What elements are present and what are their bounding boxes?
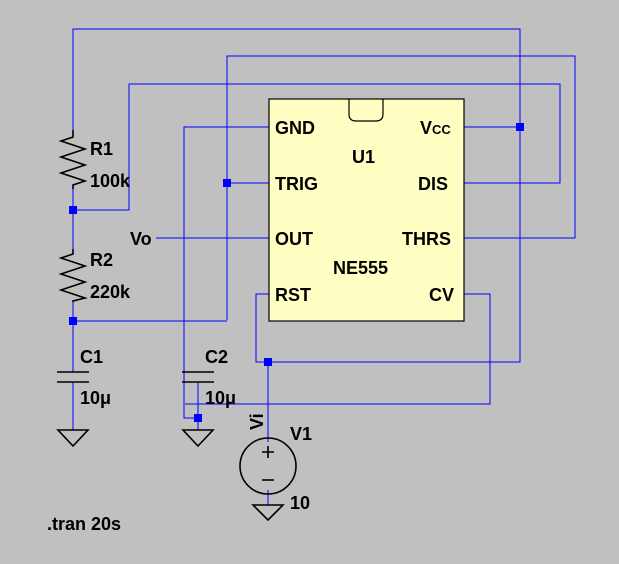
- ic-notch: [348, 99, 384, 122]
- pin-thrs-label: THRS: [402, 229, 451, 249]
- pin-dis-label: DIS: [418, 174, 448, 194]
- spice-directive: .tran 20s: [47, 514, 121, 534]
- c2-ref-label: C2: [205, 347, 228, 367]
- capacitor-c1[interactable]: C1 10μ: [57, 347, 111, 408]
- ic-part-label: NE555: [333, 258, 388, 278]
- resistor-r1-symbol: [58, 130, 88, 189]
- pin-out-label: OUT: [275, 229, 313, 249]
- pin-rst-label: RST: [275, 285, 311, 305]
- voltage-source-v1[interactable]: V1 10: [239, 424, 312, 513]
- pin-vcc-sub: CC: [432, 122, 451, 137]
- v1-source-circle: [239, 437, 297, 495]
- net-label-vi: Vi: [247, 413, 267, 430]
- resistor-r2-symbol: [58, 249, 88, 302]
- junction-dot: [516, 123, 524, 131]
- c1-ref-label: C1: [80, 347, 103, 367]
- resistor-r1[interactable]: R1 100k: [58, 130, 131, 191]
- wire-rst-loop: [255, 293, 269, 363]
- junction-dot: [264, 358, 272, 366]
- junctions: [69, 123, 524, 422]
- capacitor-c2[interactable]: C2 10μ: [182, 347, 236, 408]
- pin-vcc-label: VCC: [420, 118, 451, 138]
- ground-icon: [181, 429, 215, 448]
- wire-dis-loop: [73, 83, 561, 211]
- c1-value-label: 10μ: [80, 388, 111, 408]
- r1-value-label: 100k: [90, 171, 131, 191]
- junction-dot: [223, 179, 231, 187]
- r2-value-label: 220k: [90, 282, 131, 302]
- junction-dot: [194, 414, 202, 422]
- net-label-vo: Vo: [130, 229, 152, 249]
- pin-gnd-label: GND: [275, 118, 315, 138]
- resistor-r2[interactable]: R2 220k: [58, 249, 131, 302]
- ic-ref-label: U1: [352, 147, 375, 167]
- junction-dot: [69, 317, 77, 325]
- wire-gnd-loop: [183, 126, 269, 419]
- wire-cv-loop: [185, 293, 491, 405]
- ground-icon: [56, 429, 90, 448]
- pin-cv-label: CV: [429, 285, 454, 305]
- c2-value-label: 10μ: [205, 388, 236, 408]
- junction-dot: [69, 206, 77, 214]
- v1-value-label: 10: [290, 493, 310, 513]
- wire-trig-loop: [226, 55, 576, 320]
- r2-ref-label: R2: [90, 250, 113, 270]
- v1-ref-label: V1: [290, 424, 312, 444]
- ground-symbols: [56, 429, 285, 522]
- wire-vcc-top-loop: [72, 28, 521, 363]
- ic-body: [268, 98, 465, 322]
- ic-ne555[interactable]: U1 NE555 GND TRIG OUT RST VCC DIS THRS C…: [268, 98, 465, 322]
- v1-plus-sign: [262, 446, 274, 458]
- ground-icon: [251, 504, 285, 522]
- pin-vcc-main: V: [420, 118, 432, 138]
- r1-ref-label: R1: [90, 139, 113, 159]
- pin-trig-label: TRIG: [275, 174, 318, 194]
